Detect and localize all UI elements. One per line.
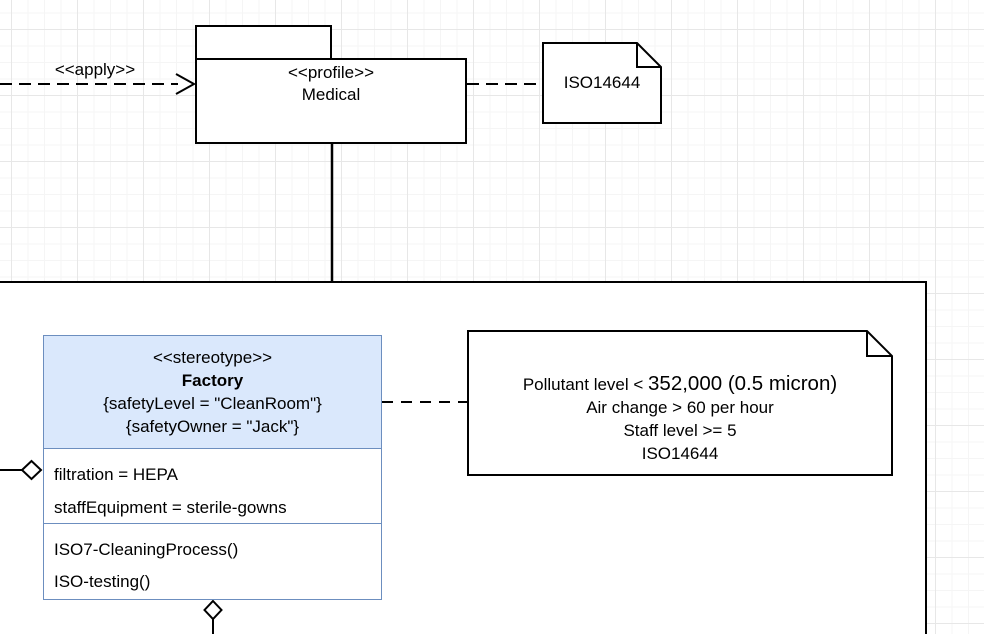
profile-package-name: Medical [301,85,361,104]
factory-operation: ISO7-CleaningProcess() [54,540,239,559]
factory-tagged-value: {safetyOwner = "Jack"} [125,416,300,436]
hollow-diamond-icon[interactable] [20,459,43,481]
constraint-note-shape[interactable] [467,330,893,476]
profile-note-shape[interactable] [542,42,662,124]
constraint-line-pollutant: Pollutant level < 352,000 (0.5 micron) [468,372,892,396]
profile-package-stereotype: <<profile>> [287,63,374,82]
constraint-note-text: Pollutant level < 352,000 (0.5 micron) A… [468,372,892,465]
folded-corner-icon [866,331,892,357]
constraint-pollutant-prefix: Pollutant level < [522,375,649,394]
factory-attribute: filtration = HEPA [54,464,178,484]
constraint-pollutant-value: 352,000 (0.5 micron) [648,372,838,395]
factory-tagged-value: {safetyLevel = "CleanRoom"} [103,393,322,413]
hollow-diamond-icon[interactable] [203,599,223,621]
profile-package-body[interactable] [195,58,467,144]
profile-package-label: <<profile>> Medical [195,62,467,106]
factory-operations-compartment[interactable]: ISO7-CleaningProcess() ISO-testing() [44,524,381,598]
factory-stereotype: <<stereotype>> [152,347,273,367]
stereotype-class-factory[interactable]: <<stereotype>> Factory {safetyLevel = "C… [43,335,382,600]
factory-header-compartment[interactable]: <<stereotype>> Factory {safetyLevel = "C… [44,336,381,449]
profile-package-tab[interactable] [195,25,332,60]
factory-operation: ISO-testing() [54,572,151,591]
factory-attribute: staffEquipment = sterile-gowns [54,497,287,517]
factory-attributes-compartment[interactable]: filtration = HEPA staffEquipment = steri… [44,449,381,524]
folded-corner-icon [636,43,661,68]
factory-name: Factory [181,370,244,390]
profile-note-text: ISO14644 [563,73,641,92]
apply-dependency-label: <<apply>> [54,60,136,79]
constraint-line-stafflevel: Staff level >= 5 [623,421,737,440]
constraint-line-iso: ISO14644 [641,444,719,463]
constraint-line-airchange: Air change > 60 per hour [586,398,774,417]
open-arrow-icon [175,73,197,95]
